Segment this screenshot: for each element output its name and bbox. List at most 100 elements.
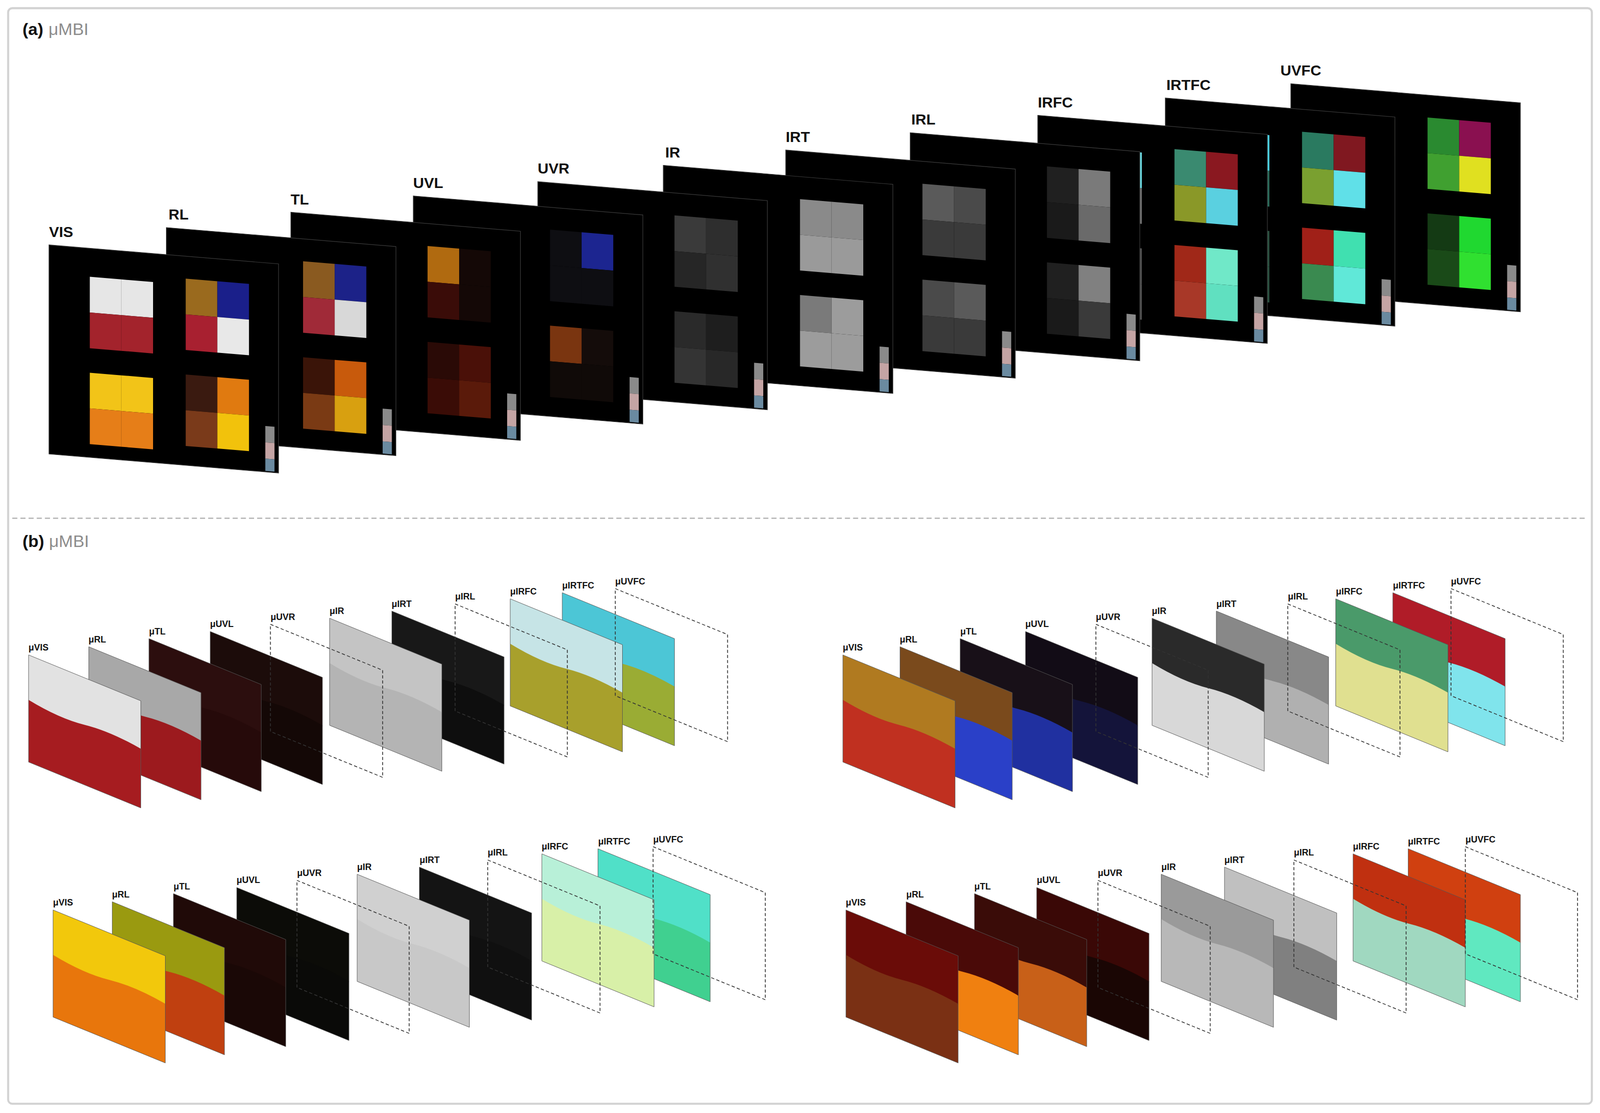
slide-edge xyxy=(845,910,958,1064)
empty-slide xyxy=(455,604,568,758)
micro-image-slide xyxy=(541,854,654,1008)
band-label: RL xyxy=(168,206,189,224)
pigment-patch xyxy=(1174,245,1206,284)
pigment-patch xyxy=(1301,263,1334,303)
pigment-patch xyxy=(922,315,954,355)
pigment-patch xyxy=(121,375,154,415)
layer-bottom xyxy=(1335,643,1448,752)
pigment-patch xyxy=(1046,166,1079,206)
pigment-patch xyxy=(427,342,460,381)
pigment-patch xyxy=(459,380,491,419)
colour-chart xyxy=(1001,331,1011,349)
micro-band-label: μIRTFC xyxy=(598,836,631,848)
micro-band-label: μIRT xyxy=(1224,855,1245,866)
micro-band-label: μUVR xyxy=(270,612,296,623)
pigment-patch xyxy=(303,297,335,336)
pigment-patch xyxy=(1301,167,1334,207)
micro-band-label: μIRFC xyxy=(1352,841,1380,853)
colour-chart xyxy=(879,346,889,364)
pigment-patch xyxy=(1205,283,1238,323)
layer-bottom xyxy=(28,700,141,809)
empty-slide-frame xyxy=(487,860,600,1014)
slide-edge xyxy=(1161,874,1274,1028)
pigment-patch xyxy=(581,328,614,367)
colour-chart xyxy=(629,409,639,423)
band-label: IRL xyxy=(911,111,936,129)
colour-chart xyxy=(754,379,764,397)
pigment-patch xyxy=(121,279,154,319)
micro-image-slide xyxy=(1161,874,1274,1028)
layer-bottom xyxy=(329,663,442,772)
pigment-patch xyxy=(1333,170,1366,209)
colour-chart xyxy=(382,425,392,443)
pigment-patch xyxy=(1333,230,1366,270)
pigment-patch xyxy=(303,261,335,301)
colour-chart xyxy=(1253,329,1263,343)
band-label: IR xyxy=(665,144,681,162)
pigment-patch xyxy=(831,333,864,373)
pigment-patch xyxy=(1174,149,1206,188)
pigment-patch xyxy=(954,222,986,261)
pigment-patch xyxy=(217,317,250,356)
pigment-patch xyxy=(800,235,832,274)
micro-band-label: μTL xyxy=(149,626,166,638)
empty-slide-frame xyxy=(1450,588,1563,742)
pigment-patch xyxy=(1427,153,1459,192)
empty-slide-frame xyxy=(455,604,568,758)
micro-band-label: μIRFC xyxy=(541,841,569,853)
pigment-patch xyxy=(550,361,582,401)
empty-slide-frame xyxy=(1095,624,1208,778)
panel-a-stack xyxy=(49,83,1521,474)
colour-chart xyxy=(1253,313,1263,331)
pigment-patch xyxy=(954,318,986,357)
micro-image-slide xyxy=(329,618,442,772)
colour-chart xyxy=(1126,346,1136,360)
pigment-patch xyxy=(1427,249,1459,288)
empty-slide xyxy=(1293,860,1406,1014)
empty-slide xyxy=(487,860,600,1014)
pigment-patch xyxy=(217,413,250,452)
micro-band-label: μIR xyxy=(1151,606,1167,617)
layer-bottom xyxy=(842,700,955,809)
pigment-patch xyxy=(1333,266,1366,305)
panel-divider xyxy=(12,517,1588,519)
pigment-patch xyxy=(185,410,218,449)
pigment-patch xyxy=(831,201,864,241)
micro-band-label: μUVR xyxy=(1095,612,1121,623)
pigment-patch xyxy=(1458,120,1491,159)
micro-band-label: μUVR xyxy=(1097,868,1123,879)
pigment-patch xyxy=(674,347,707,386)
pigment-patch xyxy=(334,395,367,435)
pigment-patch xyxy=(800,199,832,238)
layer-bottom xyxy=(845,955,958,1064)
pigment-patch xyxy=(185,278,218,318)
micro-band-label: μIRL xyxy=(487,847,508,859)
micro-band-label: μUVFC xyxy=(1450,576,1481,588)
slide-edge xyxy=(357,874,470,1028)
slide-edge xyxy=(53,910,166,1064)
colour-chart xyxy=(1506,297,1516,311)
pigment-patch xyxy=(1205,247,1238,287)
pigment-patch xyxy=(90,312,122,352)
pigment-patch xyxy=(334,299,367,339)
micro-band-label: μIRTFC xyxy=(1407,836,1440,848)
colour-chart xyxy=(879,363,889,381)
pigment-patch xyxy=(831,297,864,337)
micro-band-label: μIRT xyxy=(1216,599,1237,610)
micro-band-label: μIRL xyxy=(1287,591,1308,603)
pigment-patch xyxy=(121,411,154,450)
slide-edge xyxy=(1352,854,1465,1008)
micro-band-label: μIRFC xyxy=(510,586,537,598)
slide-edge xyxy=(842,655,955,809)
pigment-patch xyxy=(581,268,614,307)
micro-image-slide xyxy=(842,655,955,809)
micro-band-label: μUVL xyxy=(1036,875,1061,886)
empty-slide xyxy=(653,846,766,1000)
layer-bottom xyxy=(357,919,470,1028)
pigment-patch xyxy=(706,349,738,389)
pigment-patch xyxy=(1046,298,1079,337)
pigment-patch xyxy=(427,377,460,417)
figure-frame xyxy=(8,8,1592,1104)
panel-heading: μMBI xyxy=(48,19,89,40)
pigment-patch xyxy=(90,277,122,316)
